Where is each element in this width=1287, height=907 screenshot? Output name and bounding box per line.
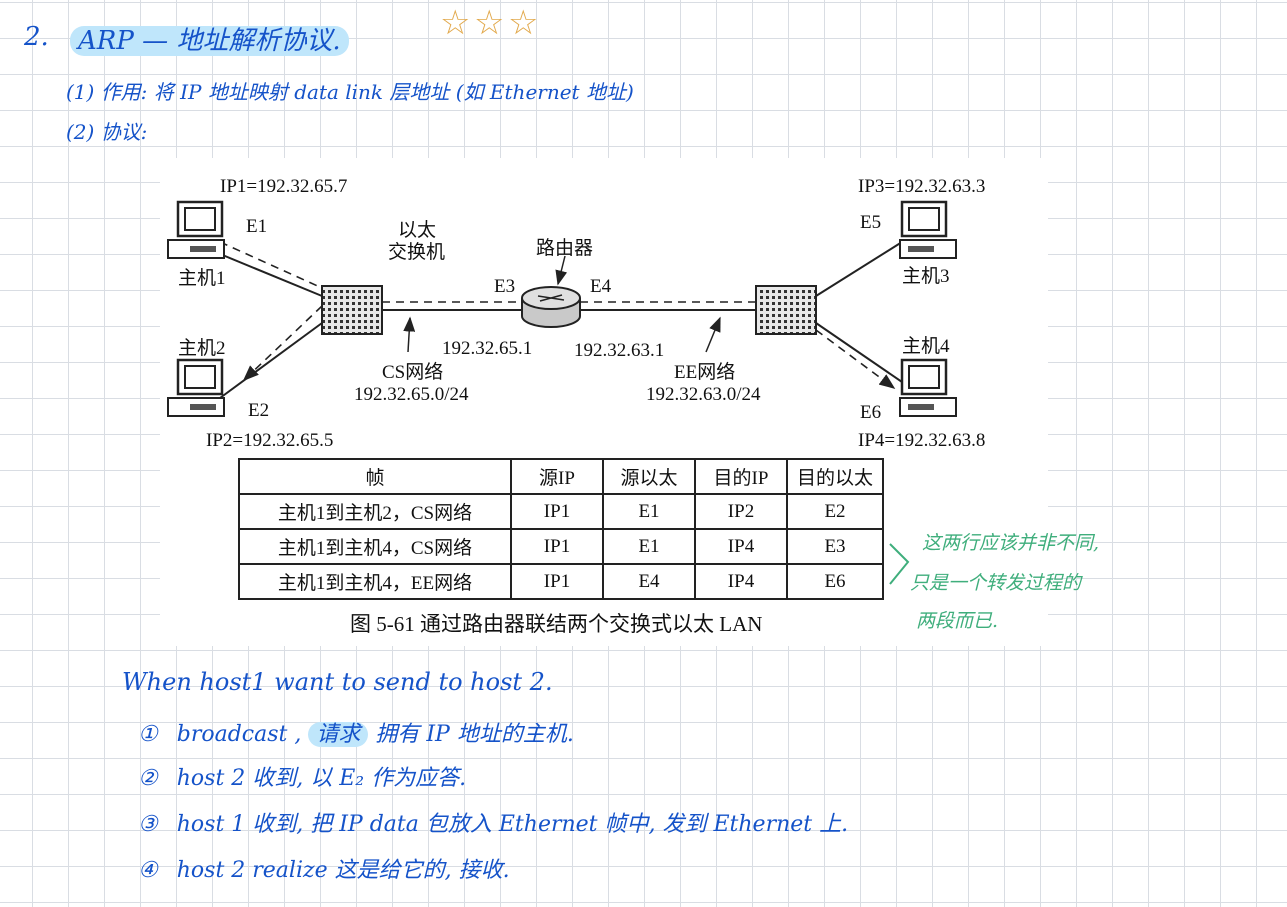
table-cell: IP1 [510,493,604,530]
table-cell: 主机1到主机4，CS网络 [238,528,512,565]
step-number: ② [138,766,158,791]
table-cell: IP1 [510,563,604,600]
figure-caption: 图 5-61 通过路由器联结两个交换式以太 LAN [350,612,763,636]
protocol-line: (2) 协议: [66,120,148,144]
step-4: ④ host 2 realize 这是给它的, 接收. [138,852,510,884]
cs-network-address: 192.32.65.0/24 [354,384,469,405]
router-ip-left: 192.32.65.1 [442,338,533,359]
section-title: ARP — 地址解析协议. [70,20,349,57]
table-cell: E1 [602,528,696,565]
frame-table: 帧 源IP 源以太 目的IP 目的以太 主机1到主机2，CS网络 IP1 E1 … [238,458,884,600]
computer-icon [167,200,225,259]
router-icon [521,286,581,328]
host1-label: 主机1 [178,268,226,289]
e1-label: E1 [246,216,268,237]
switch-label: 交换机 [388,242,446,263]
table-row: 主机1到主机4，CS网络 IP1 E1 IP4 E3 [238,528,884,565]
step-number: ③ [138,812,158,837]
table-cell: E3 [786,528,884,565]
bracket-mark [889,543,910,585]
router-ip-right: 192.32.63.1 [574,340,665,361]
step-text: host 2 realize 这是给它的, 接收. [176,858,510,883]
table-cell: 主机1到主机4，EE网络 [238,563,512,600]
table-cell: 主机1到主机2，CS网络 [238,493,512,530]
ip1-label: IP1=192.32.65.7 [220,176,348,197]
table-cell: IP2 [694,493,788,530]
purpose-line: (1) 作用: 将 IP 地址映射 data link 层地址 (如 Ether… [66,80,634,104]
ee-network-label: EE网络 [674,362,736,383]
table-cell: E1 [602,493,696,530]
computer-icon [899,358,957,417]
step-text: broadcast , [176,722,309,747]
table-cell: IP1 [510,528,604,565]
step-3: ③ host 1 收到, 把 IP data 包放入 Ethernet 帧中, … [138,806,848,838]
table-cell: E2 [786,493,884,530]
table-cell: IP4 [694,563,788,600]
section-number: 2. [24,22,49,52]
ethernet-switch-left [321,285,383,335]
ethernet-switch-right [755,285,817,335]
step-highlight: 请求 [308,722,369,747]
host2-label: 主机2 [178,338,226,359]
cs-network-label: CS网络 [382,362,444,383]
table-cell: E6 [786,563,884,600]
table-row: 主机1到主机4，EE网络 IP1 E4 IP4 E6 [238,563,884,600]
host4-label: 主机4 [902,336,950,357]
step-1: ① broadcast , 请求 拥有 IP 地址的主机. [138,716,574,748]
table-row: 主机1到主机2，CS网络 IP1 E1 IP2 E2 [238,493,884,530]
ee-network-address: 192.32.63.0/24 [646,384,761,405]
star-icon: ☆ [508,3,539,43]
side-note-line: 只是一个转发过程的 [910,572,1082,594]
e2-label: E2 [248,400,270,421]
table-header-row: 帧 源IP 源以太 目的IP 目的以太 [238,458,884,495]
side-note-line: 两段而已. [916,610,999,632]
e4-label: E4 [590,276,612,297]
e5-label: E5 [860,212,882,233]
step-text: 拥有 IP 地址的主机. [375,722,574,747]
table-cell: E4 [602,563,696,600]
ip3-label: IP3=192.32.63.3 [858,176,986,197]
star-icon: ☆ [474,3,505,43]
title-highlight: ARP — 地址解析协议. [70,26,349,56]
step-number: ① [138,722,158,747]
table-cell: IP4 [694,528,788,565]
column-header: 源IP [510,458,604,495]
switch-label: 以太 [398,220,437,241]
column-header: 目的以太 [786,458,884,495]
arp-figure: IP1=192.32.65.7 E1 主机1 主机2 E2 IP2=192.32… [160,158,1048,646]
computer-icon [167,358,225,417]
step-text: host 2 收到, 以 E₂ 作为应答. [176,766,467,791]
column-header: 目的IP [694,458,788,495]
network-diagram [167,200,957,417]
step-number: ④ [138,858,158,883]
e6-label: E6 [860,402,882,423]
column-header: 源以太 [602,458,696,495]
step-text: host 1 收到, 把 IP data 包放入 Ethernet 帧中, 发到… [176,812,849,837]
ip4-label: IP4=192.32.63.8 [858,430,986,451]
host3-label: 主机3 [902,266,950,287]
side-note-line: 这两行应该并非不同, [922,532,1100,554]
when-line: When host1 want to send to host 2. [122,668,553,696]
star-icon: ☆ [440,3,471,43]
router-label: 路由器 [536,238,594,259]
step-2: ② host 2 收到, 以 E₂ 作为应答. [138,760,466,792]
e3-label: E3 [494,276,516,297]
computer-icon [899,200,957,259]
column-header: 帧 [238,458,512,495]
ip2-label: IP2=192.32.65.5 [206,430,334,451]
